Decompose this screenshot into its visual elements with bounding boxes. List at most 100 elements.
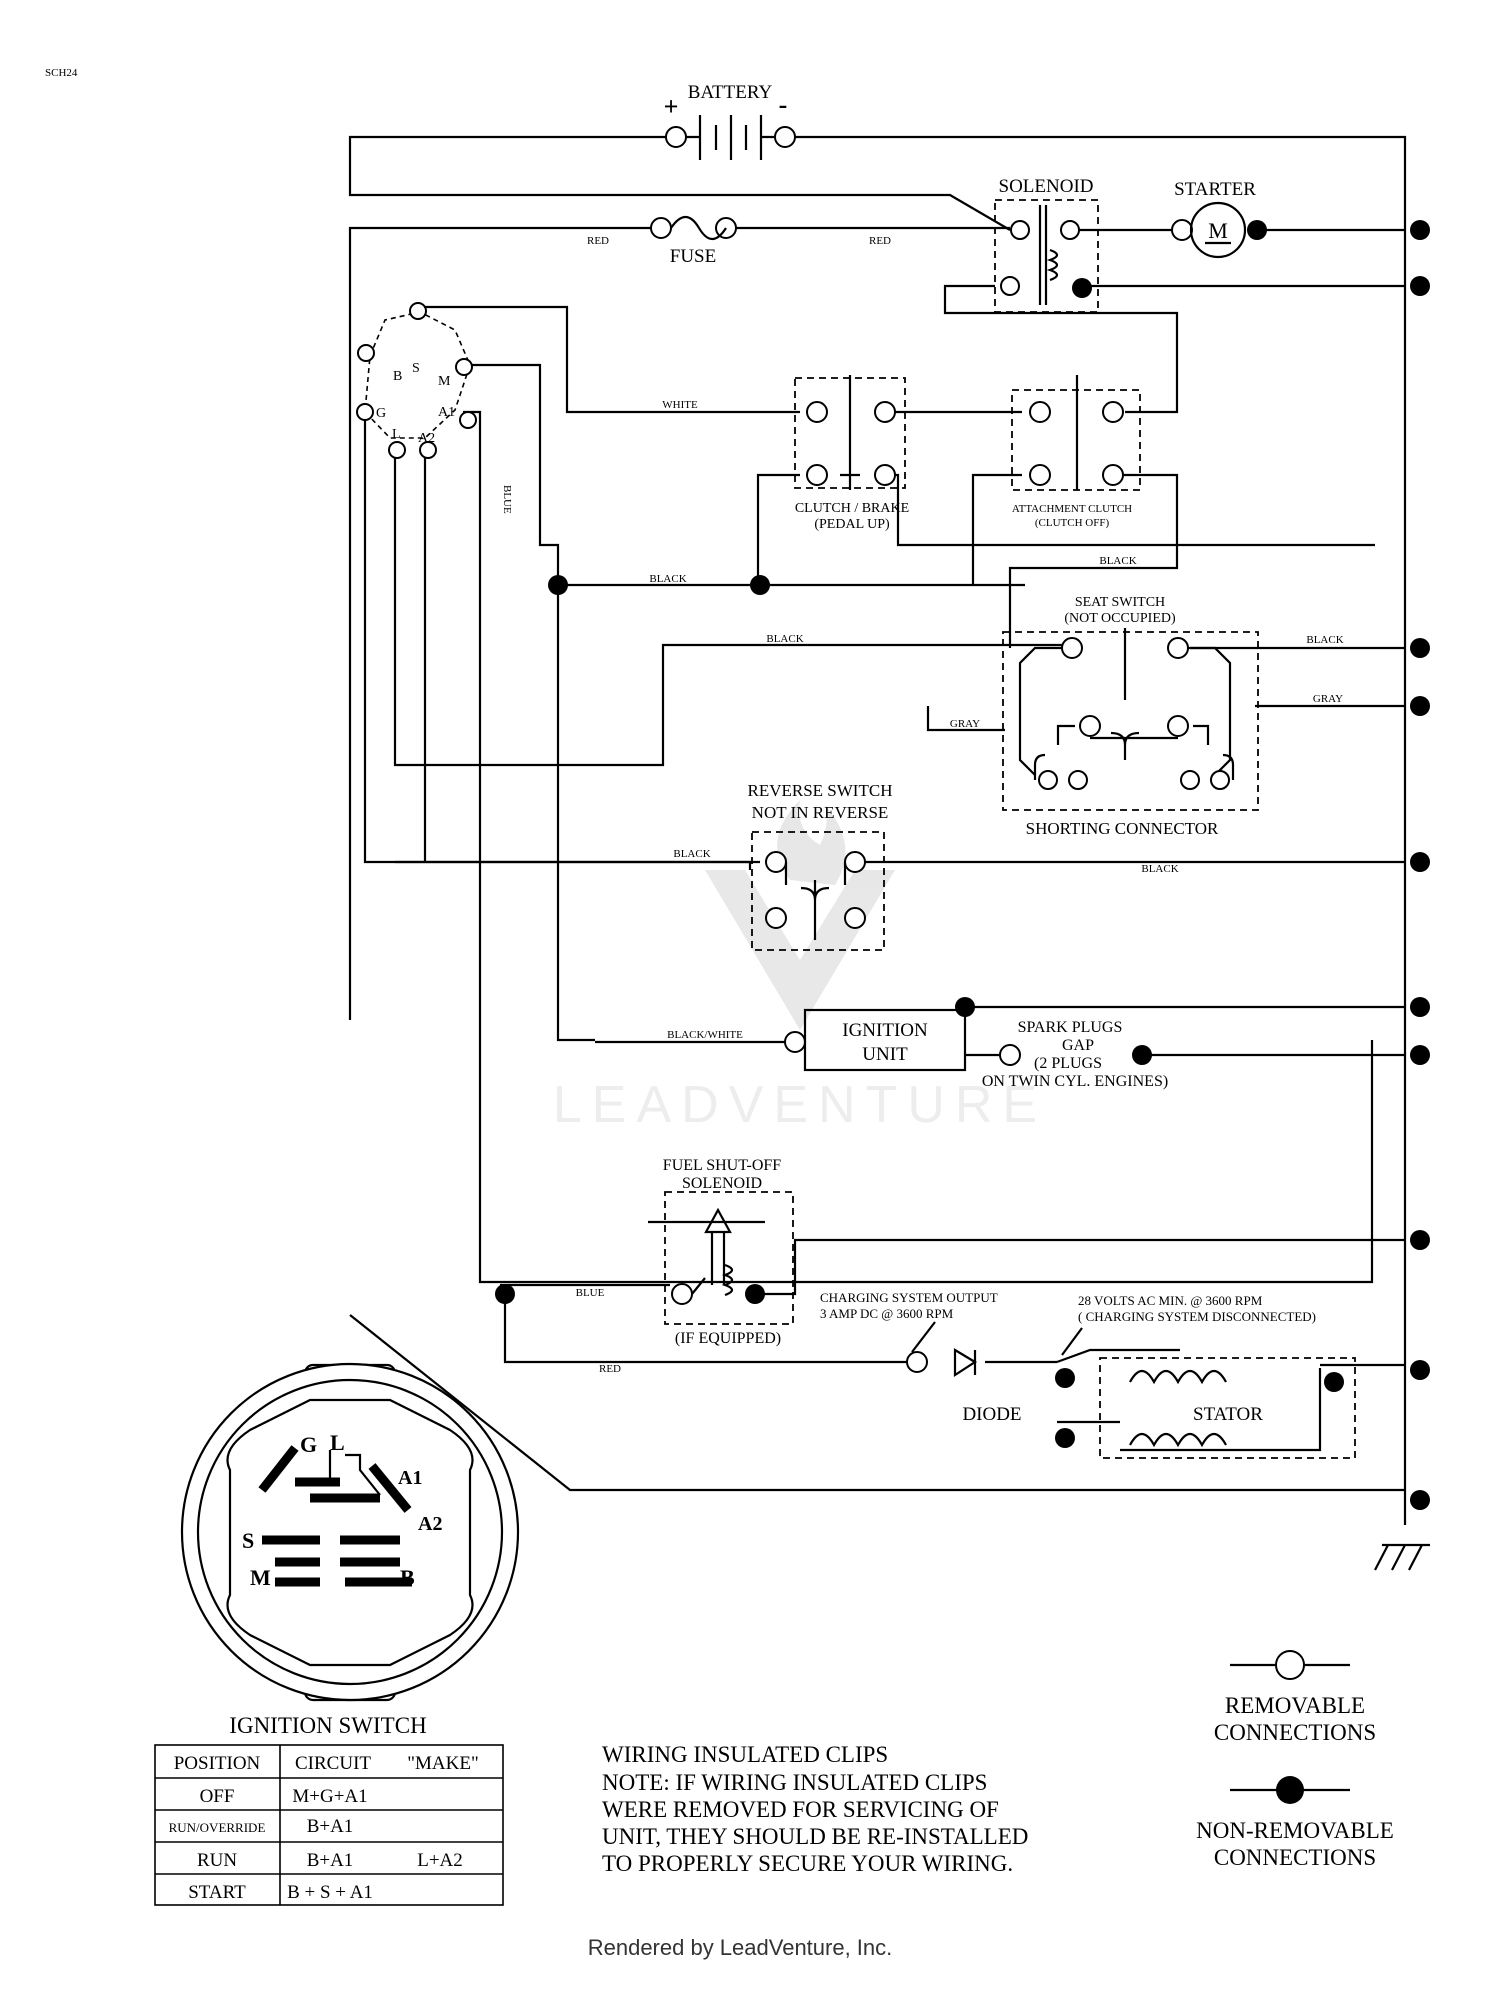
pin-m: M: [250, 1565, 271, 1590]
note-line-1: WIRING INSULATED CLIPS: [602, 1742, 888, 1767]
wire-white-label: WHITE: [662, 399, 698, 411]
terminal-g: G: [376, 406, 386, 421]
motor-symbol: M: [1208, 218, 1228, 243]
terminal-m: M: [438, 374, 451, 389]
fuse: FUSE RED RED: [587, 215, 891, 267]
attachment-clutch-label-1: ATTACHMENT CLUTCH: [1012, 503, 1132, 515]
note-line-4: UNIT, THEY SHOULD BE RE-INSTALLED: [602, 1824, 1028, 1849]
reverse-switch-label-1: REVERSE SWITCH: [748, 781, 893, 800]
wire-black-upper: BLACK: [766, 633, 803, 645]
note-line-5: TO PROPERLY SECURE YOUR WIRING.: [602, 1851, 1013, 1876]
legend: REMOVABLE CONNECTIONS NON-REMOVABLE CONN…: [1196, 1650, 1394, 1870]
attachment-clutch-switch: ATTACHMENT CLUTCH (CLUTCH OFF): [1011, 375, 1141, 529]
junction-dots: [495, 220, 1430, 1510]
legend-nonremovable-1: NON-REMOVABLE: [1196, 1818, 1394, 1843]
terminal-b: B: [393, 369, 402, 384]
wire-black-seat-1: BLACK: [1099, 555, 1136, 567]
pin-a2: A2: [418, 1513, 442, 1535]
row-run-circuit: B+A1: [307, 1850, 354, 1871]
watermark: LEADVENTURE: [553, 800, 1047, 1134]
note-line-2: NOTE: IF WIRING INSULATED CLIPS: [602, 1770, 987, 1795]
footer-credit: Rendered by LeadVenture, Inc.: [588, 1935, 893, 1960]
diode-label: DIODE: [962, 1404, 1021, 1425]
row-run-position: RUN: [197, 1850, 237, 1871]
wire-black-reverse-1: BLACK: [673, 848, 710, 860]
battery-positive: +: [664, 92, 679, 121]
ignition-switch-title: IGNITION SWITCH: [229, 1713, 426, 1738]
pin-b: B: [400, 1565, 415, 1590]
fuse-label: FUSE: [670, 246, 716, 267]
col-position: POSITION: [174, 1753, 261, 1774]
wire-blue-label: BLUE: [501, 485, 513, 514]
terminal-a1: A1: [438, 405, 455, 420]
battery-label: BATTERY: [688, 82, 773, 103]
stator-volts-label-2: ( CHARGING SYSTEM DISCONNECTED): [1078, 1309, 1316, 1324]
reverse-switch: REVERSE SWITCH NOT IN REVERSE BLACK BLAC…: [673, 781, 1179, 951]
pin-a1: A1: [398, 1467, 422, 1489]
charging-output-label-2: 3 AMP DC @ 3600 RPM: [820, 1306, 954, 1321]
row-override-circuit: B+A1: [307, 1816, 354, 1837]
wire-blue-fuel: BLUE: [576, 1287, 605, 1299]
charging-output-label-1: CHARGING SYSTEM OUTPUT: [820, 1290, 998, 1305]
battery: BATTERY + -: [664, 82, 796, 160]
fuel-solenoid-label-1: FUEL SHUT-OFF: [663, 1157, 782, 1174]
starter-solenoid: SOLENOID: [994, 176, 1099, 313]
clutch-brake-switch: CLUTCH / BRAKE (PEDAL UP) WHITE: [662, 375, 909, 532]
fuel-solenoid-label-2: SOLENOID: [682, 1175, 762, 1192]
ignition-switch-table: POSITION CIRCUIT "MAKE" OFF M+G+A1 RUN/O…: [154, 1744, 504, 1906]
seat-switch: SEAT SWITCH (NOT OCCUPIED) SHORTING CONN…: [649, 555, 1343, 838]
legend-removable-1: REMOVABLE: [1225, 1693, 1365, 1718]
attachment-clutch-label-2: (CLUTCH OFF): [1035, 517, 1110, 529]
wire-black-mid: BLACK: [649, 573, 686, 585]
clutch-brake-label-1: CLUTCH / BRAKE: [795, 501, 909, 516]
wire-red-1: RED: [587, 235, 609, 247]
row-run-make: L+A2: [417, 1850, 463, 1871]
seat-switch-label-2: (NOT OCCUPIED): [1064, 611, 1176, 626]
wire-gray-seat-2: GRAY: [950, 718, 980, 730]
legend-removable-2: CONNECTIONS: [1214, 1720, 1376, 1745]
legend-nonremovable-2: CONNECTIONS: [1214, 1845, 1376, 1870]
shorting-connector-label: SHORTING CONNECTOR: [1026, 819, 1219, 838]
pin-s: S: [242, 1528, 254, 1553]
spark-plugs-label-1: SPARK PLUGS: [1018, 1019, 1123, 1036]
wire-black-seat-2: BLACK: [1306, 634, 1343, 646]
ignition-unit: IGNITION UNIT SPARK PLUGS GAP (2 PLUGS O…: [667, 997, 1168, 1090]
ignition-unit-label-1: IGNITION: [842, 1020, 928, 1041]
pin-g: G: [300, 1432, 317, 1457]
terminal-a2: A2: [418, 431, 435, 446]
row-start-position: START: [188, 1882, 246, 1903]
fuel-shutoff-solenoid: FUEL SHUT-OFF SOLENOID (IF EQUIPPED) BLU…: [576, 1157, 794, 1347]
starter-label: STARTER: [1174, 179, 1256, 200]
key-switch-terminals: B S M G A1 L A2 BLUE: [356, 302, 513, 514]
charging-system: CHARGING SYSTEM OUTPUT 3 AMP DC @ 3600 R…: [599, 1290, 1356, 1459]
watermark-text: LEADVENTURE: [553, 1076, 1047, 1134]
note-line-3: WERE REMOVED FOR SERVICING OF: [602, 1797, 999, 1822]
if-equipped-label: (IF EQUIPPED): [675, 1330, 781, 1347]
row-start-circuit: B + S + A1: [287, 1882, 373, 1903]
wire-black-reverse-2: BLACK: [1141, 863, 1178, 875]
wire-red-2: RED: [869, 235, 891, 247]
col-make: "MAKE": [407, 1753, 478, 1774]
ignition-unit-label-2: UNIT: [862, 1044, 908, 1065]
row-override-position: RUN/OVERRIDE: [169, 1820, 266, 1835]
stator-label: STATOR: [1193, 1404, 1263, 1425]
spark-plugs-label-2: GAP: [1062, 1037, 1094, 1054]
ignition-switch-face: G L A1 A2 S M B IGNITION SWITCH: [180, 1362, 520, 1738]
stator-volts-label-1: 28 VOLTS AC MIN. @ 3600 RPM: [1078, 1293, 1263, 1308]
spark-plugs-label-4: ON TWIN CYL. ENGINES): [982, 1073, 1168, 1090]
battery-negative: -: [779, 90, 788, 119]
row-off-position: OFF: [200, 1786, 235, 1807]
seat-switch-label-1: SEAT SWITCH: [1075, 595, 1165, 610]
col-circuit: CIRCUIT: [295, 1753, 371, 1774]
wire-red-diode: RED: [599, 1363, 621, 1375]
terminal-s: S: [412, 361, 420, 376]
wire-gray-seat-1: GRAY: [1313, 693, 1343, 705]
wire-black-white-label: BLACK/WHITE: [667, 1029, 743, 1041]
terminal-l: L: [392, 427, 401, 442]
clutch-brake-label-2: (PEDAL UP): [814, 517, 890, 532]
row-off-circuit: M+G+A1: [292, 1786, 367, 1807]
reverse-switch-label-2: NOT IN REVERSE: [752, 803, 889, 822]
wiring-note: WIRING INSULATED CLIPS NOTE: IF WIRING I…: [602, 1742, 1028, 1876]
starter-motor: STARTER M: [1171, 179, 1267, 259]
